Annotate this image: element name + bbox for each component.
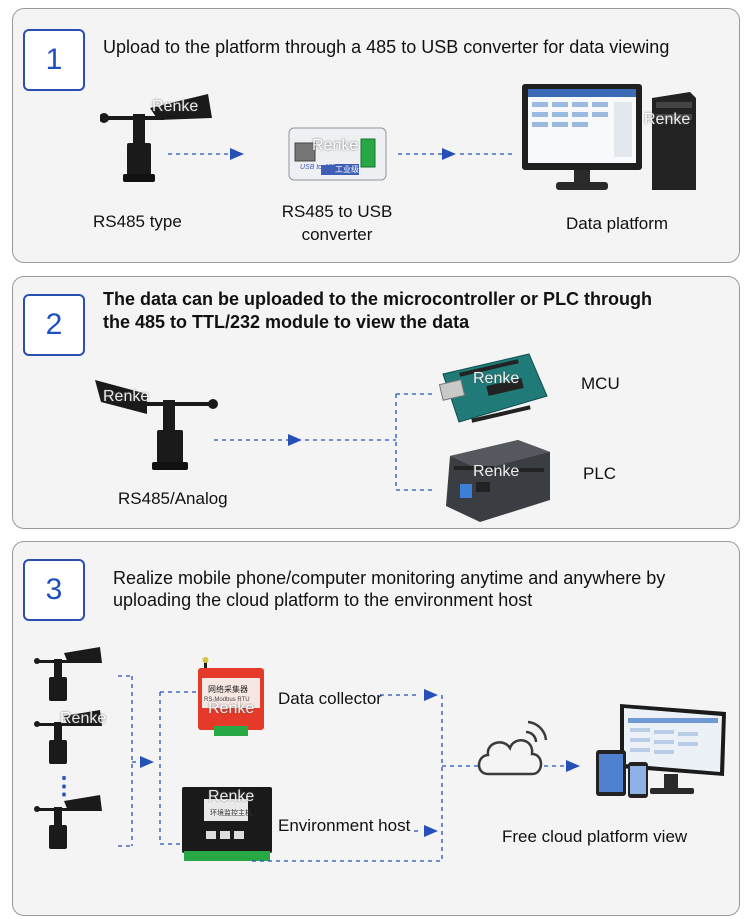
plc-label: PLC: [583, 464, 617, 483]
host-screen-text: 环境监控主机: [210, 810, 252, 817]
wind-vane-sensor-icon: [34, 795, 102, 849]
wind-vane-sensor-icon: [100, 94, 212, 182]
collector-screen-text: 网络采集器: [208, 685, 248, 694]
arrow-right-icon: [424, 825, 438, 837]
arrow-right-icon: [230, 148, 244, 160]
collector-label: Data collector: [278, 689, 382, 708]
step-number-3: 3: [23, 559, 85, 621]
converter-model-text: USB to 485: [300, 164, 336, 171]
sensor-label: RS485/Analog: [118, 489, 228, 508]
plc-controller-icon: [446, 440, 550, 522]
collector-model-text: RS-Modbus RTU: [204, 697, 250, 703]
panel2-heading-line1: The data can be uploaded to the microcon…: [103, 289, 653, 309]
host-label: Environment host: [278, 816, 411, 835]
wind-vane-sensor-icon: [95, 380, 218, 470]
panel1-heading: Upload to the platform through a 485 to …: [103, 37, 670, 57]
mcu-label: MCU: [581, 374, 620, 393]
step-number-2: 2: [23, 294, 85, 356]
arrow-right-icon: [442, 148, 456, 160]
cloud-icon: [477, 720, 548, 776]
step-number-1: 1: [23, 29, 85, 91]
arrow-right-icon: [288, 434, 302, 446]
desktop-computer-icon: [522, 84, 696, 190]
arrow-right-icon: [140, 756, 154, 768]
converter-label-line1: RS485 to USB: [281, 202, 393, 221]
wind-vane-sensor-icon: [34, 710, 102, 764]
ellipsis-icon: ⋮: [52, 773, 76, 800]
converter-badge-text: 工业级: [335, 164, 359, 175]
panel2-heading-line2: the 485 to TTL/232 module to view the da…: [103, 312, 470, 332]
converter-label-line2: converter: [301, 225, 373, 244]
panel3-heading-line2: uploading the cloud platform to the envi…: [113, 590, 533, 610]
panel3-heading-line1: Realize mobile phone/computer monitoring…: [113, 568, 666, 588]
platform-label: Data platform: [566, 214, 669, 233]
wind-vane-sensor-icon: [34, 647, 102, 701]
panel-cloud: [12, 541, 740, 916]
arrow-right-icon: [424, 689, 438, 701]
arrow-right-icon: [566, 760, 580, 772]
environment-host-icon: [182, 787, 272, 861]
arduino-mcu-icon: [438, 353, 548, 423]
sensor-label: RS485 type: [93, 212, 182, 231]
cloud-platform-label: Free cloud platform view: [502, 827, 688, 846]
multi-device-icon: [596, 704, 726, 798]
data-collector-icon: [198, 657, 264, 736]
